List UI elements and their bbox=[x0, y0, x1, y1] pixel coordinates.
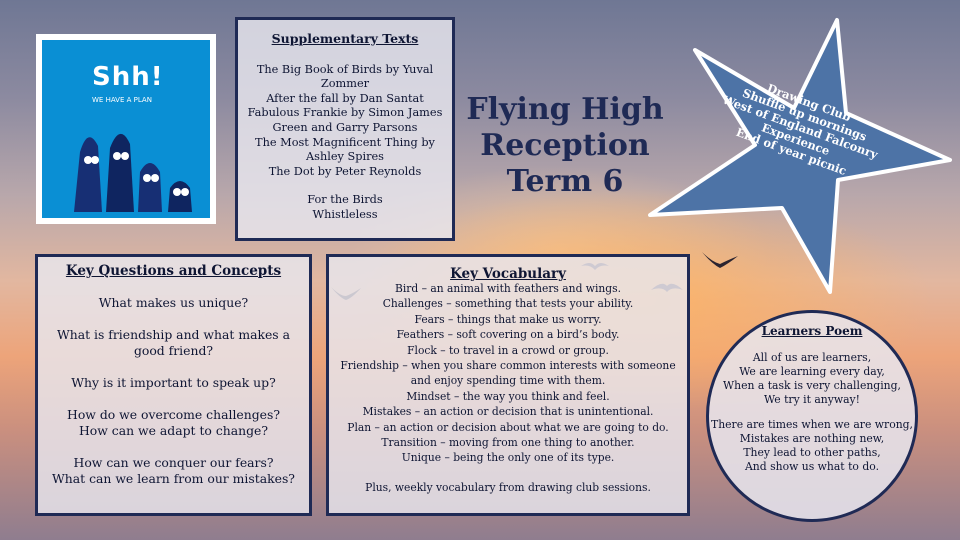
book-item: The Most Magnificent Thing by Ashley Spi… bbox=[255, 135, 435, 164]
poem-line: We are learning every day, bbox=[739, 365, 885, 378]
question: How can we adapt to change? bbox=[78, 423, 269, 438]
vocabulary-item: Plan – an action or decision about what … bbox=[347, 420, 669, 434]
film-item: Whistleless bbox=[312, 207, 378, 221]
poem-line: When a task is very challenging, bbox=[723, 379, 901, 392]
vocabulary-item: Friendship – when you share common inter… bbox=[340, 359, 676, 388]
vocabulary-item: Mistakes – an action or decision that is… bbox=[362, 405, 654, 419]
book-item: Fabulous Frankie by Simon James Green an… bbox=[247, 106, 443, 134]
bird-silhouette bbox=[702, 252, 738, 268]
supplementary-texts-panel: Supplementary Texts The Big Book of Bird… bbox=[235, 17, 455, 241]
question: How can we conquer our fears? bbox=[73, 455, 274, 470]
film-item: For the Birds bbox=[307, 193, 383, 207]
vocabulary-item: Mindset – the way you think and feel. bbox=[406, 389, 610, 403]
question-pair: How do we overcome challenges? How can w… bbox=[42, 407, 305, 439]
page-title: Flying High Reception Term 6 bbox=[465, 92, 665, 200]
book-item: The Dot by Peter Reynolds bbox=[268, 164, 422, 178]
cover-title: Shh! bbox=[92, 62, 164, 92]
title-line: Flying High bbox=[466, 92, 664, 127]
vocabulary-item: Flock – to travel in a crowd or group. bbox=[407, 343, 609, 357]
book-item: After the fall by Dan Santat bbox=[266, 91, 424, 105]
vocabulary-heading: Key Vocabulary bbox=[450, 266, 566, 282]
vocabulary-item: Bird – an animal with feathers and wings… bbox=[395, 282, 621, 295]
supplementary-heading: Supplementary Texts bbox=[271, 31, 419, 46]
poem-line: They lead to other paths, bbox=[743, 446, 881, 459]
title-line: Term 6 bbox=[506, 164, 624, 199]
book-cover-art: Shh! WE HAVE A PLAN bbox=[42, 40, 210, 218]
cover-subtitle: WE HAVE A PLAN bbox=[92, 96, 152, 104]
poem-heading: Learners Poem bbox=[761, 324, 863, 338]
vocabulary-item: Challenges – something that tests your a… bbox=[382, 297, 634, 311]
question-pair: How can we conquer our fears? What can w… bbox=[42, 455, 305, 487]
star-shape bbox=[648, 18, 952, 294]
vocabulary-item: Fears – things that make us worry. bbox=[414, 312, 602, 326]
learners-poem-circle: Learners Poem All of us are learners, We… bbox=[706, 310, 918, 522]
owl-figures-illustration bbox=[74, 133, 192, 212]
poem-line: There are times when we are wrong, bbox=[711, 418, 913, 431]
book-item: The Big Book of Birds by Yuval Zommer bbox=[256, 62, 434, 91]
title-line: Reception bbox=[480, 128, 650, 163]
key-vocabulary-panel: Key Vocabulary Bird – an animal with fea… bbox=[326, 254, 690, 516]
key-questions-heading: Key Questions and Concepts bbox=[65, 263, 282, 279]
vocabulary-extra: Plus, weekly vocabulary from drawing clu… bbox=[365, 480, 651, 494]
poem-line: Mistakes are nothing new, bbox=[739, 432, 885, 445]
key-questions-panel: Key Questions and Concepts What makes us… bbox=[35, 254, 312, 516]
vocabulary-item: Transition – moving from one thing to an… bbox=[381, 436, 635, 450]
poem-line: All of us are learners, bbox=[752, 351, 872, 364]
question: What can we learn from our mistakes? bbox=[52, 471, 295, 486]
vocabulary-item: Feathers – soft covering on a bird’s bod… bbox=[396, 328, 620, 342]
question: Why is it important to speak up? bbox=[71, 375, 276, 390]
question: How do we overcome challenges? bbox=[67, 407, 280, 422]
book-cover: Shh! WE HAVE A PLAN bbox=[36, 34, 216, 224]
vocabulary-item: Unique – being the only one of its type. bbox=[401, 451, 615, 465]
question: What is friendship and what makes a good… bbox=[57, 327, 290, 358]
poem-line: And show us what to do. bbox=[744, 460, 880, 473]
question: What makes us unique? bbox=[98, 295, 249, 310]
poem-line: We try it anyway! bbox=[764, 393, 860, 406]
